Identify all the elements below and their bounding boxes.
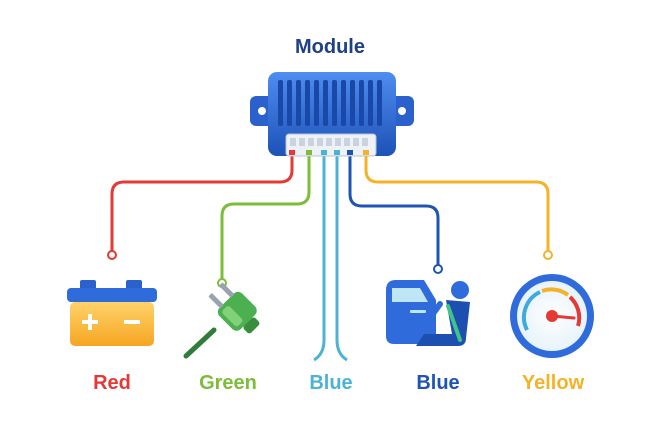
- wire-label-blue-light: Blue: [309, 372, 353, 394]
- car-door-seat-icon: [386, 280, 470, 346]
- wire-yellow: [364, 156, 553, 260]
- wire-label-red: Red: [93, 372, 131, 394]
- plug-icon: [183, 282, 260, 359]
- wire-label-yellow: Yellow: [521, 372, 585, 394]
- module-icon: [250, 72, 414, 157]
- battery-icon: [67, 280, 157, 346]
- speedometer-icon: [510, 274, 594, 358]
- wire-green: [217, 156, 311, 288]
- wire-blue-dark: [348, 156, 443, 274]
- wire-label-green: Green: [199, 372, 257, 394]
- wire-label-blue-dark: Blue: [416, 372, 460, 394]
- wire-red: [107, 156, 294, 260]
- wire-blue-light: [313, 156, 348, 362]
- module-title: Module: [295, 36, 365, 58]
